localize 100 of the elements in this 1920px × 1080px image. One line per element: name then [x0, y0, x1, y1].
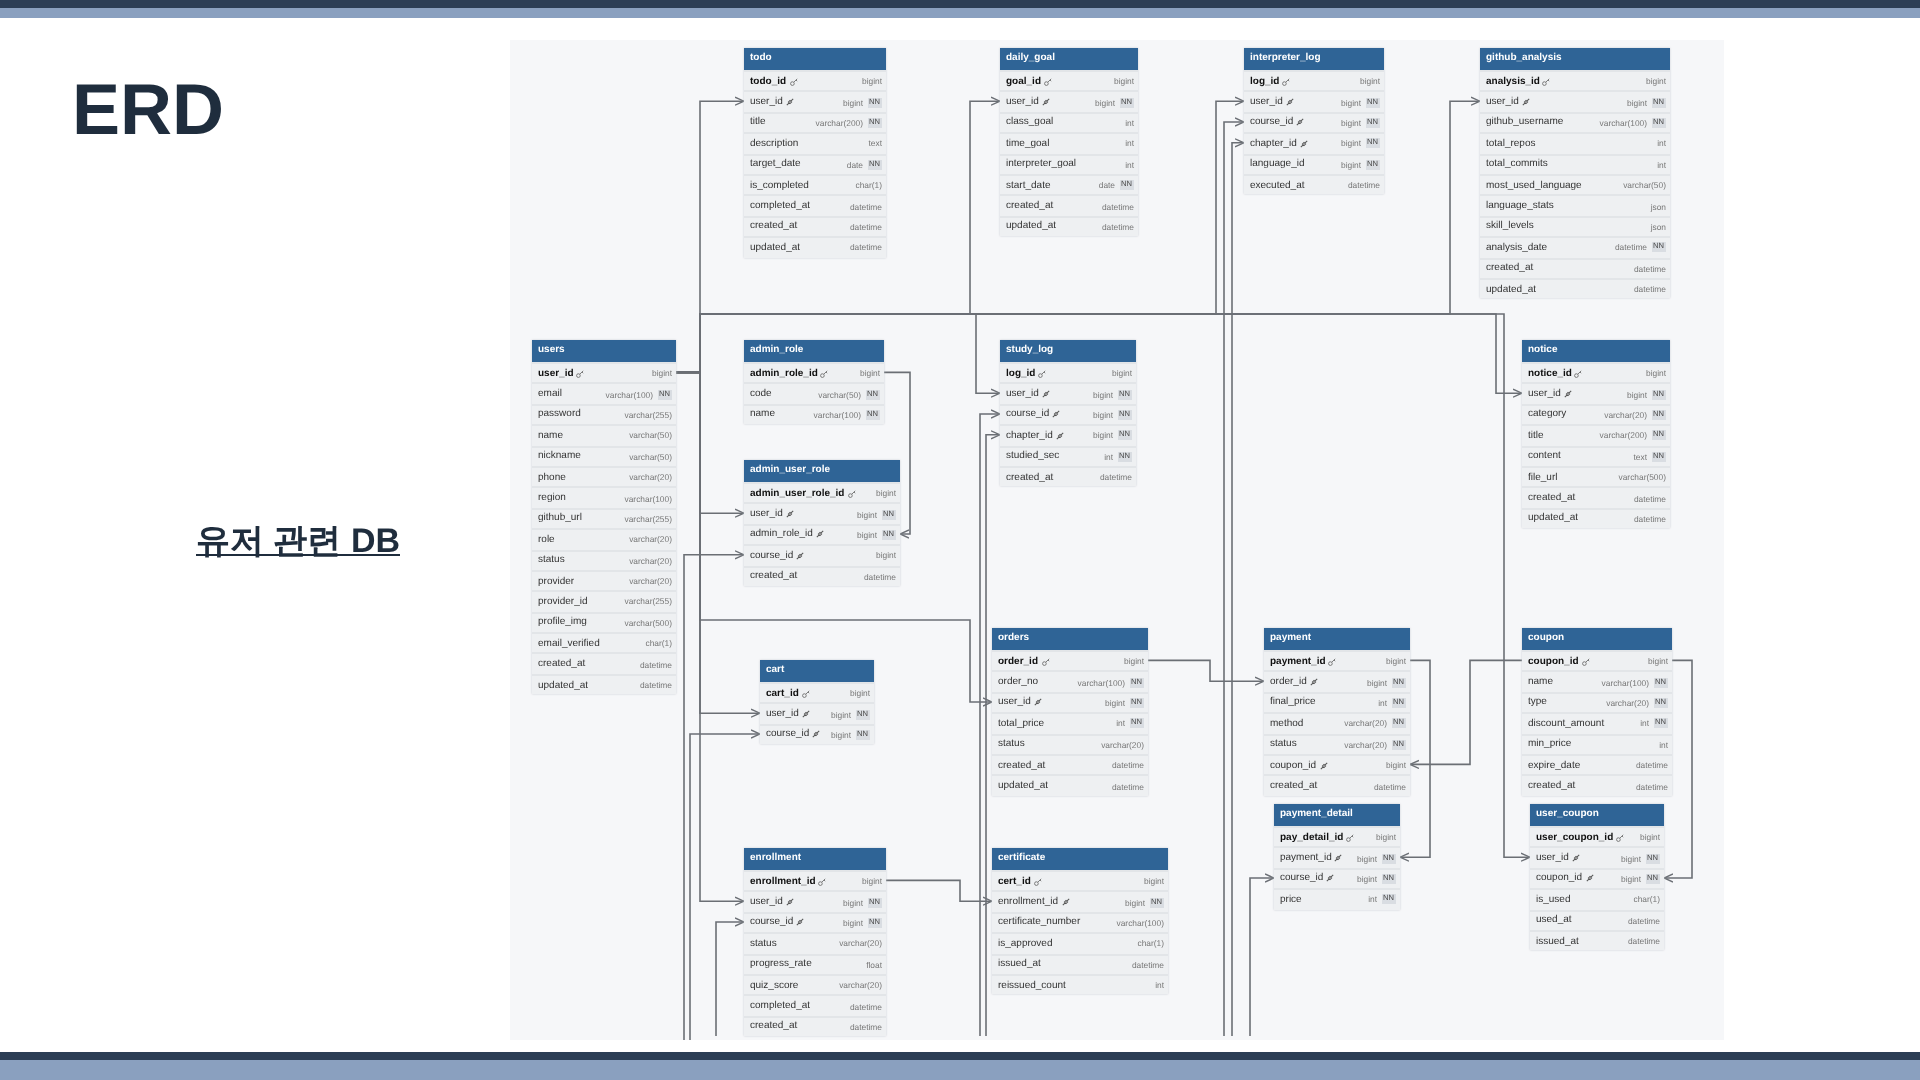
table-row [1274, 867, 1400, 889]
relationship-line [883, 371, 911, 539]
table-row [992, 870, 1168, 891]
table-row [1480, 111, 1670, 133]
table-row [532, 403, 676, 425]
table-card [1264, 628, 1410, 796]
table-row [1522, 465, 1670, 487]
table-row [744, 362, 884, 383]
table-row [1522, 712, 1672, 734]
table-row [1244, 111, 1384, 133]
table-row [1274, 846, 1400, 868]
table-row [1264, 670, 1410, 692]
table-row [1522, 362, 1670, 383]
table-row [1264, 753, 1410, 775]
relationship-line [715, 917, 745, 1037]
relationship-line [1409, 659, 1523, 770]
table-row [1264, 691, 1410, 713]
table-row [1000, 403, 1136, 425]
table-row [744, 890, 886, 912]
table-row [992, 670, 1148, 692]
table-card [992, 628, 1148, 796]
table-row [744, 382, 884, 404]
table-row [992, 890, 1168, 912]
table-row [1522, 424, 1670, 446]
relationship-line [675, 371, 745, 906]
table-card [1530, 804, 1664, 951]
table-row [1522, 403, 1670, 425]
table-row [1522, 650, 1672, 671]
table-row [1530, 826, 1664, 847]
table-row [1530, 846, 1664, 868]
table-row [1000, 382, 1136, 404]
table-row [744, 482, 900, 503]
table-row [1244, 70, 1384, 91]
table-row [744, 911, 886, 933]
table-row [1264, 733, 1410, 754]
relationship-line [1663, 659, 1693, 883]
slide-title: ERD [72, 68, 225, 152]
table-row [1244, 173, 1384, 195]
table-row [1000, 445, 1136, 466]
table-row [744, 70, 886, 91]
table-card [1000, 340, 1136, 487]
table-card [1274, 804, 1400, 910]
relationship-line [1147, 659, 1265, 686]
table-row [1480, 90, 1670, 112]
table-row [1000, 70, 1138, 91]
table-row [992, 911, 1168, 933]
table-row [1274, 888, 1400, 910]
table-row [760, 682, 874, 703]
table-row [1522, 382, 1670, 404]
table-row [1264, 712, 1410, 734]
table-row [1000, 173, 1138, 195]
table-row [744, 544, 900, 566]
table-card [1480, 48, 1670, 299]
table-row [1530, 867, 1664, 889]
relationship-line [979, 409, 1001, 1037]
relationship-line [683, 550, 745, 1041]
table-row [1000, 90, 1138, 112]
section-label: 유저 관련 DB [196, 520, 400, 564]
relationship-line [1223, 117, 1245, 1037]
table-card [1244, 48, 1384, 195]
table-row [992, 691, 1148, 713]
table-card [1000, 48, 1138, 237]
table-row [744, 502, 900, 524]
table-row [744, 90, 886, 112]
table-row [532, 382, 676, 404]
table-card [1522, 628, 1672, 796]
table-row [1522, 445, 1670, 466]
table-card [744, 460, 900, 586]
table-row [992, 712, 1148, 734]
table-row [760, 723, 874, 745]
table-row [1000, 424, 1136, 446]
table-row [744, 403, 884, 425]
table-row [744, 173, 886, 195]
table-row [992, 650, 1148, 671]
table-row [1244, 153, 1384, 174]
table-row [744, 870, 886, 891]
table-row [1522, 670, 1672, 692]
table-row [1000, 465, 1136, 487]
table-card [744, 848, 886, 1037]
table-card [532, 340, 676, 695]
relationship-line [885, 879, 993, 906]
table-row [1000, 362, 1136, 383]
relationship-line [1231, 138, 1245, 1037]
table-card [760, 660, 874, 745]
table-row [1264, 650, 1410, 671]
table-card [992, 848, 1168, 995]
relationship-line [1399, 659, 1431, 862]
relationship-line [689, 729, 761, 1041]
table-row [1244, 90, 1384, 112]
table-row [532, 362, 676, 383]
table-row [744, 111, 886, 133]
table-row [760, 702, 874, 724]
relationship-line [985, 430, 1001, 1037]
table-row [744, 523, 900, 545]
table-card [744, 48, 886, 258]
table-row [1480, 70, 1670, 91]
table-row [744, 153, 886, 174]
table-card [744, 340, 884, 425]
table-card [1522, 340, 1670, 529]
relationship-line [1249, 873, 1275, 1037]
